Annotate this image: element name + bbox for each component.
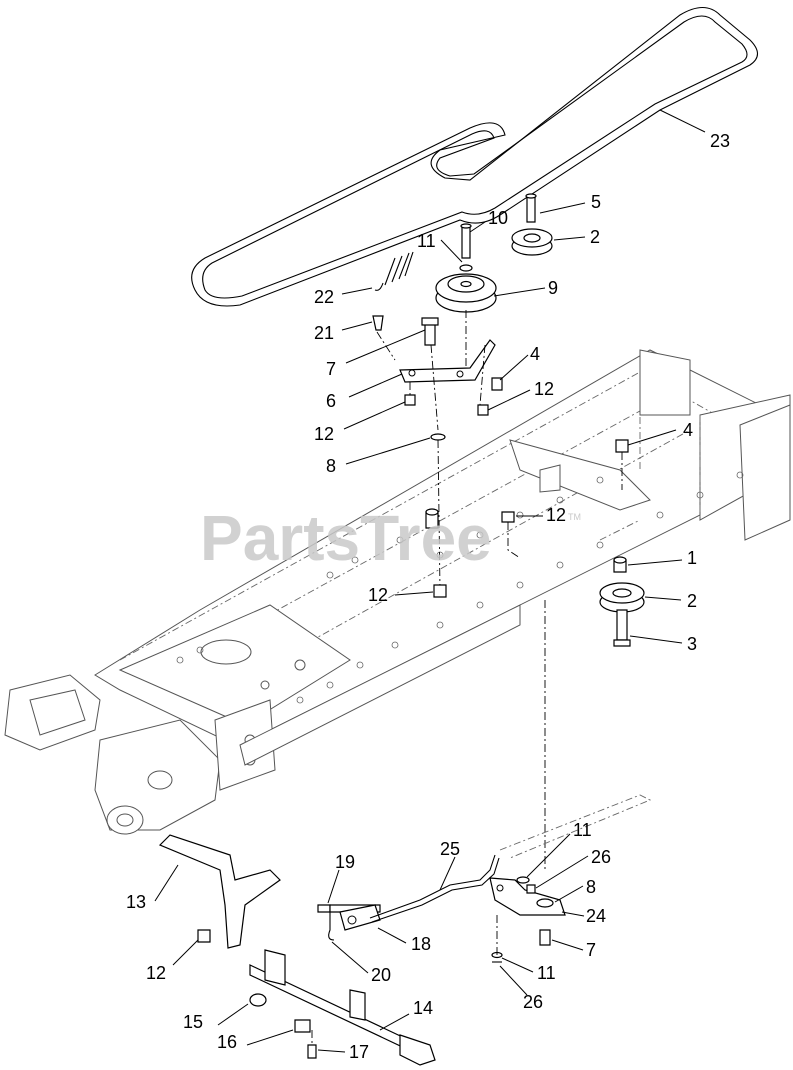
frame-hardware: [433, 439, 645, 870]
lower-linkage: [158, 794, 652, 1066]
bolt-10: [461, 225, 471, 259]
callout-4-upper: 4: [530, 344, 540, 364]
callout-labels: 23 5 10 2 11 9 22 21 7 4 6 12 12 8 4 12 …: [126, 131, 730, 1062]
callout-18: 18: [411, 934, 431, 954]
callout-11-upper: 11: [417, 231, 436, 251]
callout-10: 10: [488, 208, 508, 228]
callout-12-frame: 12: [546, 505, 566, 525]
bellcrank-24: [489, 877, 566, 916]
callout-8-lower: 8: [586, 877, 596, 897]
idler-arm-6: [399, 339, 496, 383]
callout-11-bottom: 11: [537, 963, 556, 983]
callout-3: 3: [687, 634, 697, 654]
spring-22: [374, 251, 414, 291]
callout-26-upper: 26: [591, 847, 611, 867]
callout-23: 23: [710, 131, 730, 151]
idler-pulley-9: [435, 273, 497, 313]
bolt-5: [526, 195, 536, 223]
pulley-2-upper: [511, 228, 553, 256]
watermark-trademark: TM: [568, 512, 581, 522]
callout-4-right: 4: [683, 420, 693, 440]
callout-13: 13: [126, 892, 146, 912]
washer-8-upper: [430, 433, 446, 441]
callout-8-upper: 8: [326, 456, 336, 476]
pin-21: [372, 315, 384, 331]
callout-17: 17: [349, 1042, 369, 1062]
callout-7-lower: 7: [586, 940, 596, 960]
callout-7-upper: 7: [326, 359, 336, 379]
tractor-frame: [4, 349, 791, 835]
callout-22: 22: [314, 287, 334, 307]
callout-9: 9: [548, 278, 558, 298]
rod-25: [369, 854, 496, 919]
callout-2-lower: 2: [687, 591, 697, 611]
callout-12-middle: 12: [368, 585, 388, 605]
nut-12-upper-right: [477, 404, 489, 416]
nut-4-upper: [491, 377, 503, 391]
callout-12-upper-left: 12: [314, 424, 334, 444]
callout-5: 5: [591, 192, 601, 212]
callout-21: 21: [314, 323, 334, 343]
callout-14: 14: [413, 998, 433, 1018]
callout-2-upper: 2: [590, 227, 600, 247]
pulley-2-lower: [599, 582, 645, 613]
washer-11: [459, 264, 473, 272]
callout-16: 16: [217, 1032, 237, 1052]
callout-12-upper-right: 12: [534, 379, 554, 399]
watermark: PartsTree TM: [200, 502, 581, 574]
callout-26-lower: 26: [523, 992, 543, 1012]
callout-6: 6: [326, 391, 336, 411]
pedal-bracket-13: [158, 834, 281, 949]
nut-12-upper-left: [404, 394, 416, 406]
callout-25: 25: [440, 839, 460, 859]
callout-20: 20: [371, 965, 391, 985]
callout-19: 19: [335, 852, 355, 872]
drive-belt-23: [191, 6, 759, 307]
callout-1: 1: [687, 548, 697, 568]
callout-24: 24: [586, 906, 606, 926]
callout-11-lower: 11: [573, 820, 592, 840]
leader-lines: [154, 109, 706, 1053]
watermark-text: PartsTree: [200, 502, 492, 574]
callout-12-lower: 12: [146, 963, 166, 983]
callout-15: 15: [183, 1012, 203, 1032]
